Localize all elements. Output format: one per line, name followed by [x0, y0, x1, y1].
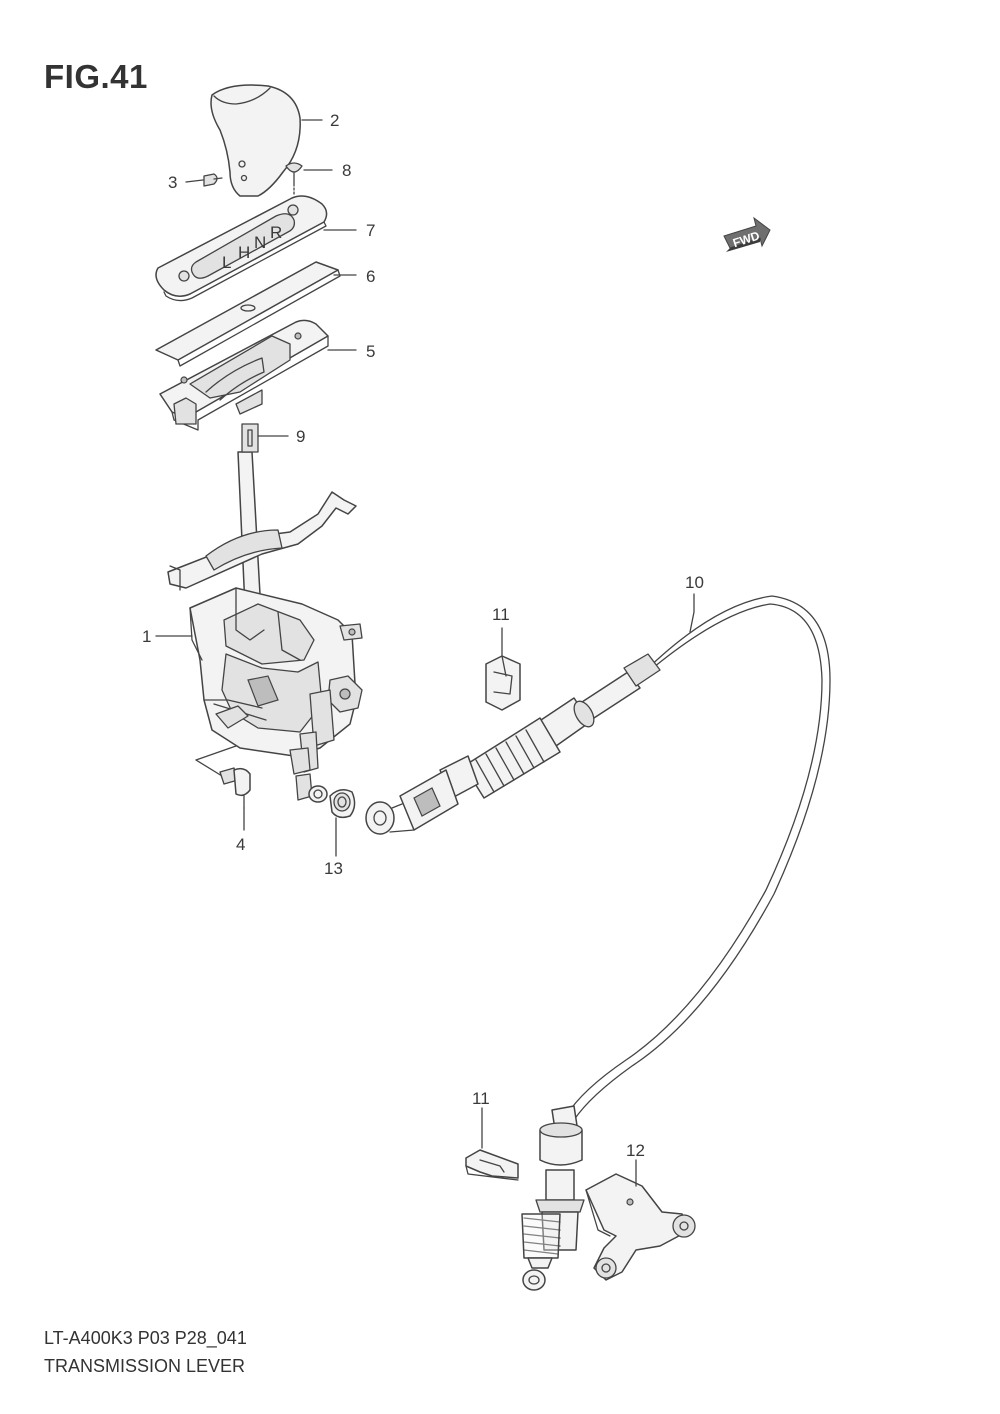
figure-title: FIG.41 — [44, 58, 148, 95]
callout-2: 2 — [330, 111, 339, 130]
clip-11-lower — [465, 1149, 519, 1181]
bellows — [463, 717, 561, 799]
gate-plate: L H N R — [155, 195, 328, 302]
shift-knob — [210, 84, 301, 197]
screw-3 — [185, 173, 223, 187]
gasket — [155, 261, 341, 367]
gate-label-h: H — [238, 243, 250, 262]
leader-lines — [155, 119, 695, 1187]
bracket-12 — [585, 1173, 696, 1281]
callout-1: 1 — [142, 627, 151, 646]
callout-11-upper: 11 — [492, 605, 510, 624]
callout-6: 6 — [366, 267, 375, 286]
lever-assembly — [167, 423, 363, 801]
base-plate — [159, 319, 329, 431]
callout-4: 4 — [236, 835, 245, 854]
callout-5: 5 — [366, 342, 375, 361]
shift-cable — [365, 595, 831, 1291]
fwd-direction-arrow: FWD — [723, 216, 771, 252]
callout-3: 3 — [168, 173, 177, 192]
clip-11-upper — [485, 655, 521, 711]
bolt-4 — [195, 745, 251, 809]
screw-8 — [285, 162, 303, 197]
gate-label-n: N — [254, 233, 266, 252]
fwd-label: FWD — [731, 228, 762, 250]
bushing-13 — [329, 789, 356, 819]
gate-label-r: R — [270, 223, 282, 242]
callout-13: 13 — [324, 859, 343, 878]
lower-spring — [521, 1213, 561, 1259]
gate-label-l: L — [222, 253, 231, 272]
model-code: LT-A400K3 P03 P28_041 — [44, 1328, 247, 1348]
callout-10: 10 — [685, 573, 704, 592]
callout-8: 8 — [342, 161, 351, 180]
bushing-small — [308, 785, 328, 803]
callout-11-lower: 11 — [472, 1089, 490, 1108]
figure-name: TRANSMISSION LEVER — [44, 1356, 246, 1376]
callout-9: 9 — [296, 427, 305, 446]
callout-12: 12 — [626, 1141, 645, 1160]
callout-7: 7 — [366, 221, 375, 240]
